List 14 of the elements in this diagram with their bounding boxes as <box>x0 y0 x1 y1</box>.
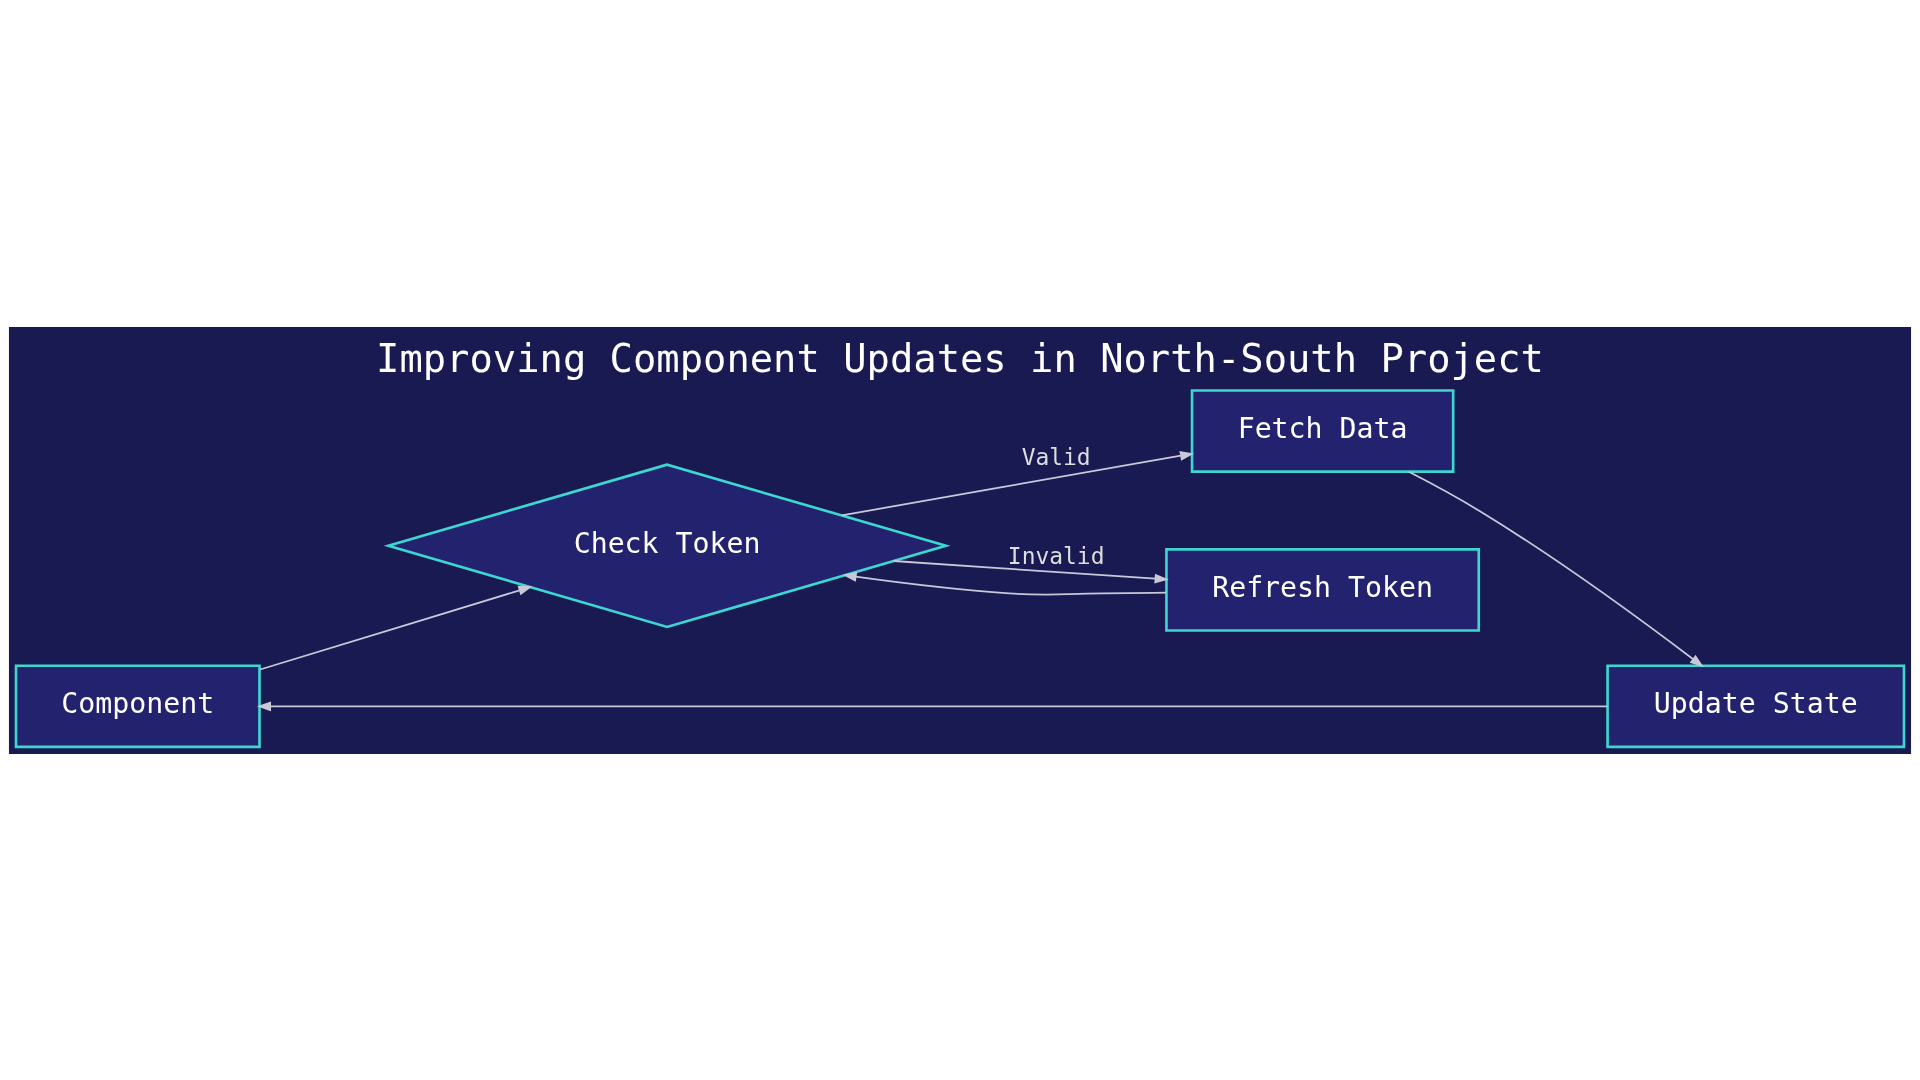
arrow <box>1408 470 1704 667</box>
arrow <box>842 571 1167 596</box>
edge-label: Valid <box>1021 443 1091 470</box>
node-box: Fetch Data <box>1190 388 1455 473</box>
arrow <box>841 450 1195 516</box>
edge-label: Invalid <box>1007 542 1105 569</box>
arrow <box>892 559 1169 584</box>
diagram-title: Improving Component Updates in North-South Project <box>376 335 1544 381</box>
node-box: Update State <box>1606 663 1906 748</box>
node-box: Component <box>14 663 261 748</box>
node-box: Refresh Token <box>1165 547 1481 632</box>
arrow <box>259 585 533 670</box>
arrow <box>256 700 1609 711</box>
node-diamond: Check Token <box>383 462 951 628</box>
